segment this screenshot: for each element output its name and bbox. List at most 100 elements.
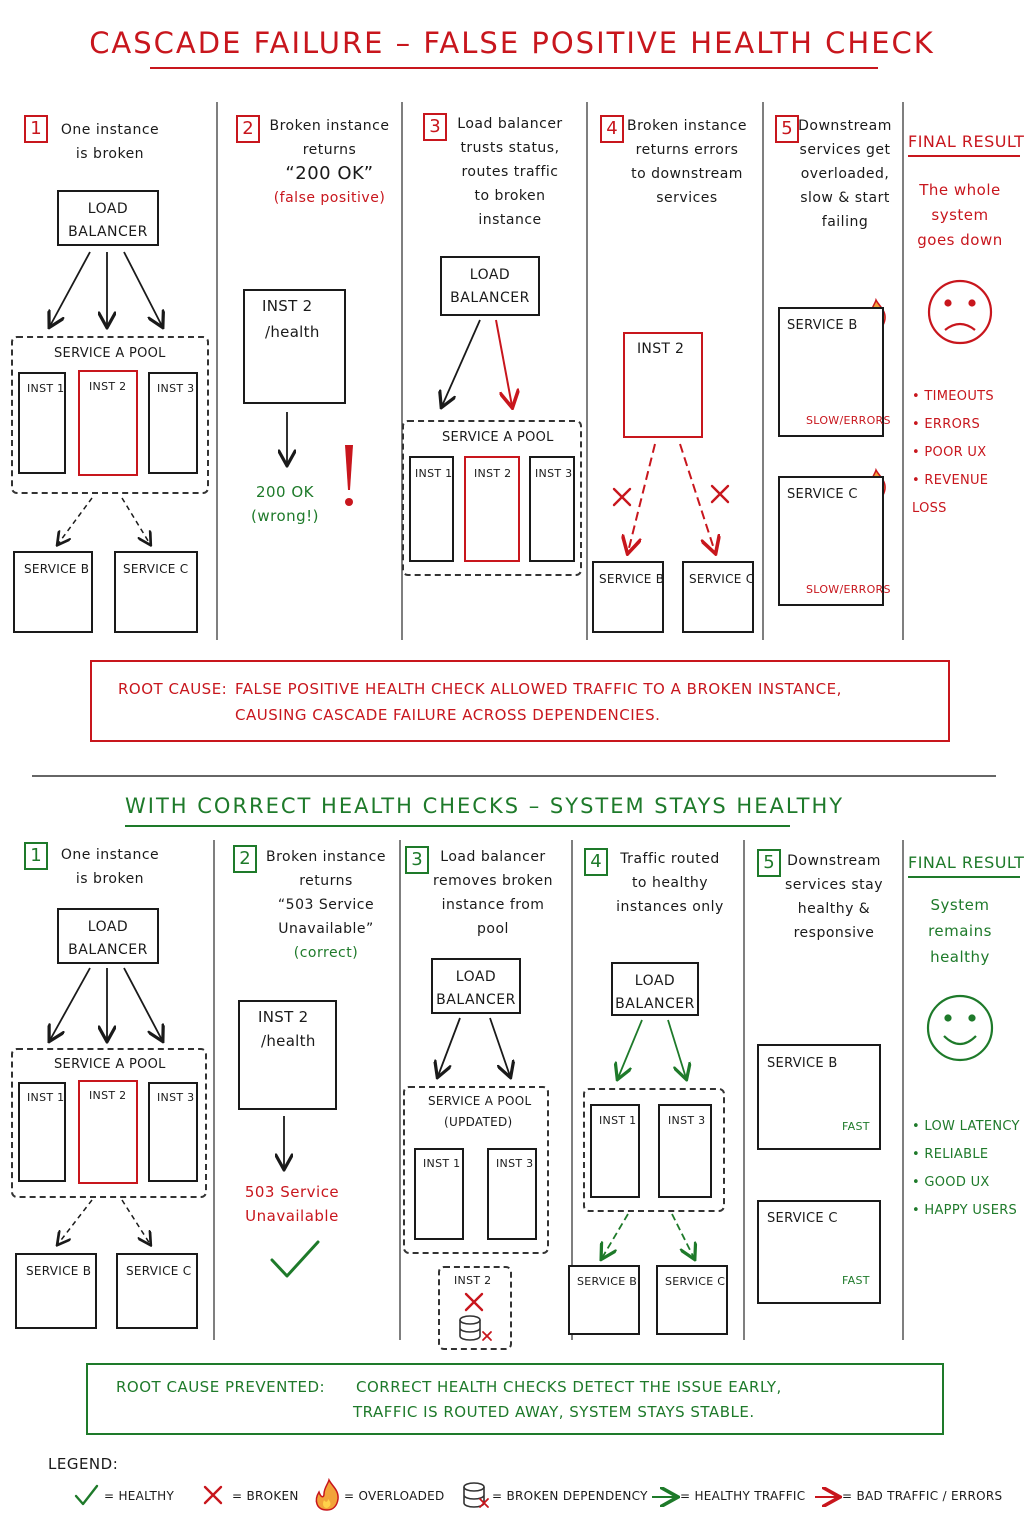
- bottom-c1-dep-arrows: [58, 1199, 150, 1244]
- top-step-1-number: 1: [24, 115, 48, 143]
- root-cause-prevented-label: Root cause prevented:: [116, 1378, 326, 1396]
- bottom-step-5-number: 5: [757, 849, 781, 877]
- bottom-c3-arrows: [438, 1017, 510, 1076]
- bottom-root-cause-box: [86, 1363, 944, 1435]
- root-cause-label: Root cause:: [118, 680, 228, 698]
- bottom-c4-inst-3: [658, 1104, 712, 1198]
- top-c2-inst-2-health: [243, 289, 346, 404]
- inst-label: Inst 1: [423, 1157, 461, 1170]
- top-root-cause-box: [90, 660, 950, 742]
- inst-label: Inst 2: [89, 380, 127, 393]
- bottom-step-3-number: 3: [405, 846, 429, 874]
- inst-label: Inst 2: [89, 1089, 127, 1102]
- pool-label: Service A Pool: [54, 1057, 166, 1072]
- top-c3-load-balancer: LoadBalancer: [440, 256, 540, 316]
- bottom-title: With correct health checks – system stay…: [125, 794, 845, 818]
- top-c3-inst-2: [464, 456, 520, 562]
- top-c2-result: 200 OK(wrong!): [250, 483, 320, 525]
- bottom-c1-service-a-pool: [11, 1048, 207, 1198]
- inst-label: Inst 2: [637, 341, 685, 357]
- fast-label: Fast: [842, 1274, 870, 1287]
- service-c-label: Service C: [689, 572, 755, 586]
- inst-label: Inst 1: [27, 1091, 65, 1104]
- service-b-label: Service B: [577, 1275, 638, 1288]
- happy-face-icon: [926, 994, 994, 1062]
- bottom-c4-dep-arrows: [602, 1213, 694, 1258]
- slow-errors-label: Slow/errors: [806, 414, 891, 427]
- top-column-dividers: [216, 102, 904, 640]
- top-c1-lb-arrows: [50, 251, 162, 326]
- bottom-final-bullets: Low latencyReliableGood UXHappy users: [912, 1113, 1020, 1225]
- legend-title: Legend:: [48, 1455, 119, 1473]
- top-c5-service-b: [778, 307, 884, 437]
- service-b-label: Service B: [26, 1264, 92, 1278]
- bottom-c4-service-b: [568, 1265, 640, 1335]
- top-c3-inst-1: [409, 456, 454, 562]
- legend-healthy-traffic: = Healthy traffic: [680, 1489, 806, 1503]
- inst-label: Inst 2: [454, 1274, 492, 1287]
- bottom-c1-service-b: [15, 1253, 97, 1329]
- inst-label: Inst 2: [474, 467, 512, 480]
- bottom-c3-inst-1: [414, 1148, 464, 1240]
- top-c2-icons: [258, 361, 353, 506]
- service-b-label: Service B: [24, 562, 90, 576]
- bottom-column-dividers: [213, 840, 904, 1340]
- sad-face-icon: [927, 279, 993, 345]
- fast-label: Fast: [842, 1120, 870, 1133]
- legend-broken: = Broken: [232, 1489, 299, 1503]
- top-c1-service-b: [13, 551, 93, 633]
- top-c1-service-a-pool: [11, 336, 209, 494]
- bottom-step-4-number: 4: [584, 848, 608, 876]
- inst-label: Inst 1: [415, 467, 453, 480]
- service-c-label: Service C: [665, 1275, 726, 1288]
- inst-label: Inst 3: [496, 1157, 534, 1170]
- top-c1-load-balancer: LoadBalancer: [57, 190, 159, 246]
- bottom-step-1-number: 1: [24, 842, 48, 870]
- inst-label: Inst 1: [599, 1114, 637, 1127]
- inst-label: Inst 3: [157, 382, 195, 395]
- bottom-c3-service-a-pool-updated: [403, 1086, 549, 1254]
- bottom-c1-service-c: [116, 1253, 198, 1329]
- top-c4-service-c: [682, 561, 754, 633]
- top-c3-inst-3: [529, 456, 575, 562]
- top-c5-service-c: [778, 476, 884, 606]
- top-c1-inst-3: [148, 372, 198, 474]
- bottom-c4-healthy-pool: [583, 1088, 725, 1212]
- inst-label: Inst 2: [258, 1008, 309, 1026]
- top-title: Cascade Failure – False Positive Health …: [89, 26, 935, 60]
- check-icon: [270, 1240, 320, 1278]
- top-c1-inst-1: [18, 372, 66, 474]
- top-final-heading: Final Result: [908, 132, 1024, 157]
- top-c4-inst-2-broken: [623, 332, 703, 438]
- bottom-c1-lb-arrows: [50, 967, 162, 1040]
- inst-label: Inst 3: [668, 1114, 706, 1127]
- top-c1-dep-arrows: [58, 497, 150, 544]
- pool-updated-label: (updated): [444, 1115, 513, 1129]
- inst-label: Inst 3: [535, 467, 573, 480]
- bottom-c1-inst-1: [18, 1082, 66, 1182]
- bottom-c3-inst-3: [487, 1148, 537, 1240]
- top-c1-service-c: [114, 551, 198, 633]
- service-c-label: Service C: [787, 487, 858, 502]
- inst-label: Inst 3: [157, 1091, 195, 1104]
- service-c-label: Service C: [126, 1264, 192, 1278]
- legend-icons: [74, 1479, 838, 1511]
- root-cause-line-2: causing cascade failure across dependenc…: [235, 706, 661, 724]
- service-b-label: Service B: [599, 572, 665, 586]
- bottom-c4-lb-arrows: [618, 1019, 686, 1078]
- service-b-label: Service B: [787, 318, 858, 333]
- service-c-label: Service C: [767, 1211, 838, 1226]
- bottom-c5-service-c: [757, 1200, 881, 1304]
- pool-label: Service A Pool: [428, 1094, 532, 1108]
